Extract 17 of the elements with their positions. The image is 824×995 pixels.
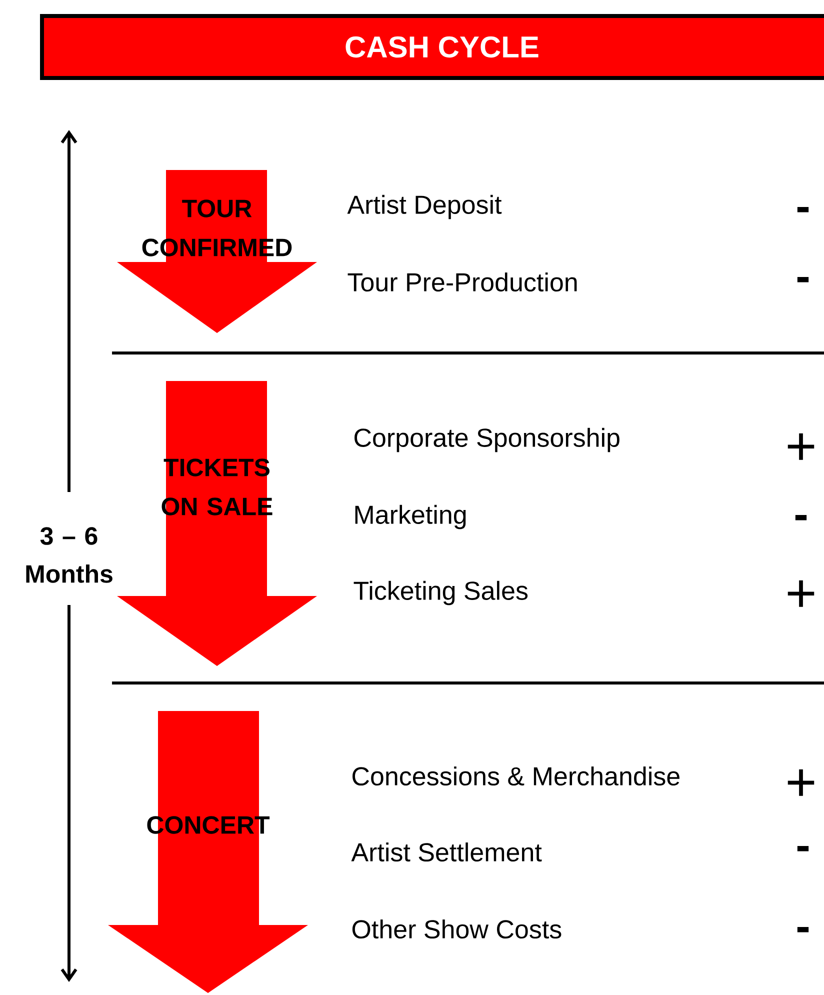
minus-sign: - [797, 927, 809, 932]
minus-sign: - [797, 846, 809, 852]
title-banner: CASH CYCLE [40, 14, 824, 80]
list-item: Marketing [355, 504, 466, 530]
list-item: Concessions & Merchandise [352, 766, 680, 786]
list-item: Other Show Costs [352, 919, 562, 939]
minus-sign: - [797, 277, 809, 282]
minus-sign: - [797, 207, 809, 212]
plus-sign: + [788, 580, 814, 607]
list-item: Artist Settlement [351, 842, 542, 862]
plus-sign: + [788, 433, 814, 460]
minus-sign: - [795, 515, 807, 520]
list-item: Tour Pre-Production [348, 272, 577, 292]
list-item: Artist Deposit [347, 194, 502, 220]
list-item: Corporate Sponsorship [354, 428, 620, 452]
list-item: Ticketing Sales [354, 580, 528, 606]
plus-sign: + [788, 769, 814, 796]
